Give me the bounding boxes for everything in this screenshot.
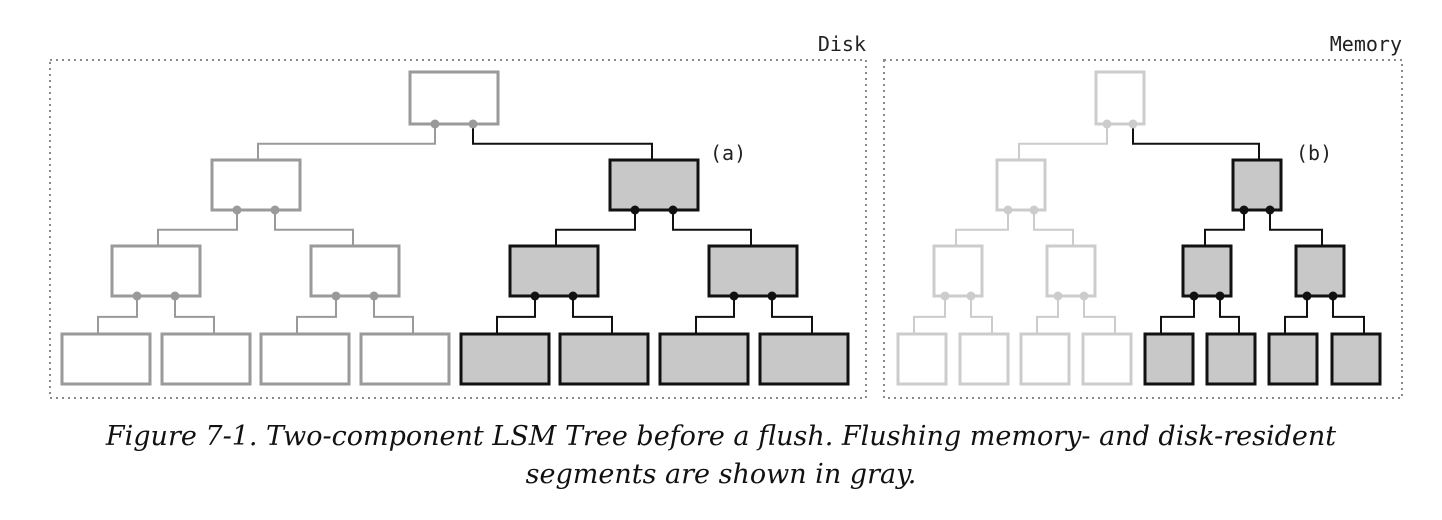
disk-tree-node (259, 332, 351, 386)
disk-tree-pointer-dot (170, 291, 180, 301)
memory-tree-node (1294, 244, 1346, 298)
memory-tree-connector (1132, 124, 1260, 160)
memory-tree-node (1143, 332, 1195, 386)
caption-line-2: segments are shown in gray. (525, 459, 917, 490)
disk-tree-node (408, 70, 500, 126)
disk-tree-pointer-dot (369, 291, 379, 301)
memory-tree-pointer-dot (940, 291, 950, 301)
memory-panel-label: Memory (1330, 32, 1402, 56)
disk-tree-pointer-dot (232, 205, 242, 215)
memory-tree-connector (1033, 210, 1074, 246)
memory-tree-connector (1269, 210, 1323, 246)
memory-tree-connector (1284, 296, 1308, 334)
disk-tree-connector (274, 210, 354, 246)
disk-tree-connector (174, 296, 215, 334)
figure-caption: Figure 7-1. Two-component LSM Tree befor… (0, 418, 1442, 494)
disk-tree-node (309, 244, 401, 298)
disk-tree-connector (572, 296, 613, 334)
memory-tree-node (1081, 332, 1133, 386)
disk-tree-pointer-dot (430, 119, 440, 129)
memory-tree-connector (1160, 296, 1195, 334)
disk-tree-connector (496, 296, 536, 334)
disk-tree-connector (97, 296, 138, 334)
memory-tree-pointer-dot (1053, 291, 1063, 301)
disk-tree-connector (157, 210, 238, 246)
disk-tree-pointer-dot (331, 291, 341, 301)
memory-tree-pointer-dot (1029, 205, 1039, 215)
memory-tree-pointer-dot (1079, 291, 1089, 301)
memory-tree-pointer-dot (1239, 205, 1249, 215)
disk-tree-connector (373, 296, 414, 334)
disk-tree-connector (472, 124, 653, 160)
disk-tree-node (608, 158, 700, 212)
memory-tree-pointer-dot (1215, 291, 1225, 301)
disk-tree-node (110, 244, 202, 298)
memory-tree-node (1094, 70, 1146, 126)
memory-tree-connector (970, 296, 993, 334)
memory-tree-node (1205, 332, 1257, 386)
memory-panel-frame (883, 59, 1403, 399)
disk-tree-node (210, 158, 302, 212)
disk-panel-label: Disk (818, 32, 866, 56)
memory-tree-pointer-dot (1189, 291, 1199, 301)
disk-tree-node (658, 332, 750, 386)
memory-tree-node (995, 158, 1047, 212)
disk-tree-node (359, 332, 451, 386)
disk-tree-connector (296, 296, 337, 334)
memory-tree-connector (913, 296, 946, 334)
disk-tree-node (758, 332, 850, 386)
memory-tree-node (932, 244, 984, 298)
memory-segment-tag: (b) (1296, 141, 1332, 165)
memory-tree-connector (1036, 296, 1059, 334)
disk-tree-pointer-dot (270, 205, 280, 215)
disk-panel-frame (49, 59, 867, 399)
disk-tree-pointer-dot (132, 291, 142, 301)
disk-tree-pointer-dot (668, 205, 678, 215)
memory-tree-node (1330, 332, 1382, 386)
memory-tree-pointer-dot (1128, 119, 1138, 129)
memory-tree-pointer-dot (1328, 291, 1338, 301)
memory-tree-pointer-dot (1302, 291, 1312, 301)
caption-line-1: Figure 7-1. Two-component LSM Tree befor… (105, 421, 1337, 452)
disk-tree-node (707, 244, 799, 298)
disk-tree-pointer-dot (530, 291, 540, 301)
memory-tree-connector (1219, 296, 1240, 334)
disk-tree-pointer-dot (630, 205, 640, 215)
disk-tree-node (160, 332, 252, 386)
memory-tree-node (1045, 244, 1097, 298)
memory-tree-node (1019, 332, 1071, 386)
memory-tree-connector (1332, 296, 1365, 334)
memory-tree-pointer-dot (1265, 205, 1275, 215)
disk-tree-connector (257, 124, 436, 160)
memory-tree-pointer-dot (1003, 205, 1013, 215)
memory-tree-connector (1204, 210, 1245, 246)
lsm-tree-figure: Disk Memory (a) (b) (49, 32, 1403, 399)
memory-tree-node (1231, 158, 1283, 212)
memory-tree-node (1181, 244, 1233, 298)
disk-tree-pointer-dot (767, 291, 777, 301)
memory-tree-node (896, 332, 948, 386)
disk-tree-pointer-dot (729, 291, 739, 301)
disk-tree-node (459, 332, 551, 386)
disk-tree-node (508, 244, 600, 298)
memory-tree-node (958, 332, 1010, 386)
memory-tree-pointer-dot (966, 291, 976, 301)
disk-tree-node (60, 332, 152, 386)
memory-tree-pointer-dot (1102, 119, 1112, 129)
memory-tree-connector (955, 210, 1009, 246)
disk-tree-connector (771, 296, 813, 334)
memory-tree-connector (1018, 124, 1108, 160)
memory-tree-connector (1083, 296, 1116, 334)
disk-tree-pointer-dot (568, 291, 578, 301)
disk-segment-tag: (a) (710, 141, 746, 165)
disk-tree-node (558, 332, 650, 386)
disk-tree-connector (555, 210, 636, 246)
memory-tree-node (1267, 332, 1319, 386)
disk-tree-connector (695, 296, 735, 334)
disk-tree-connector (672, 210, 752, 246)
disk-tree-pointer-dot (468, 119, 478, 129)
